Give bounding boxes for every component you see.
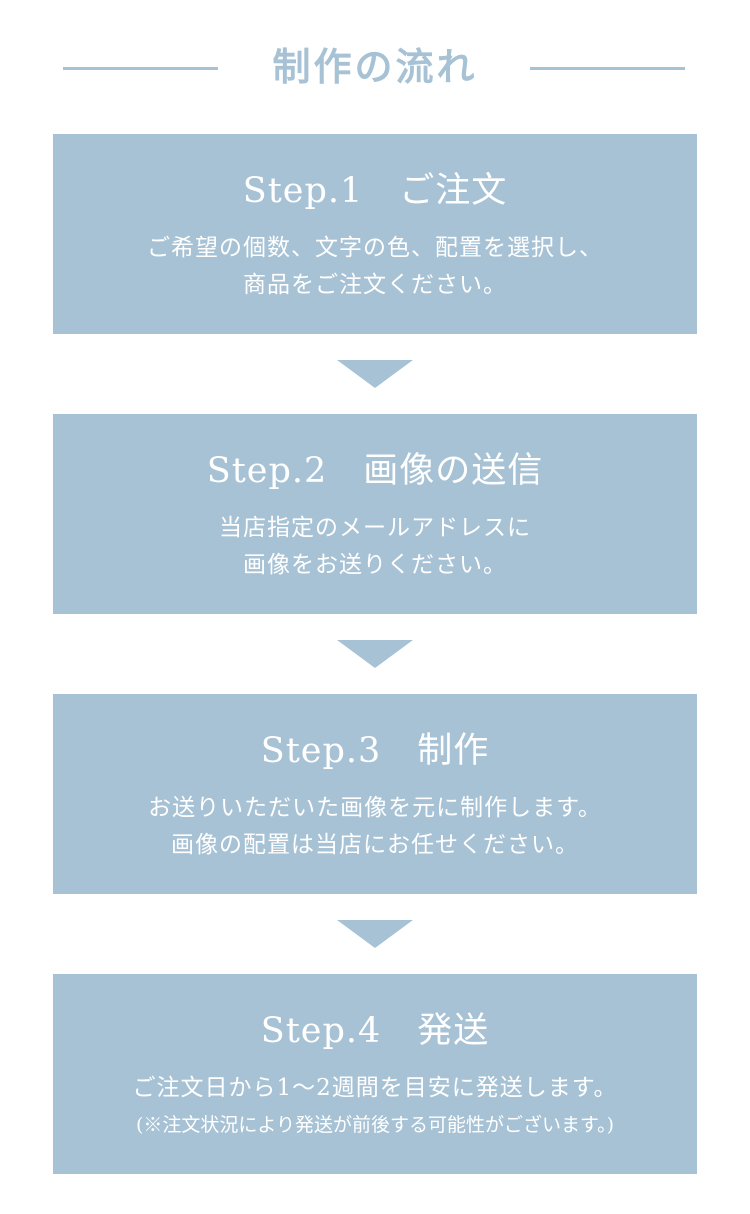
step-description-line: 商品をご注文ください。 [243, 272, 507, 298]
step-description-line: 当店指定のメールアドレスに [219, 515, 531, 541]
triangle-down-icon [337, 920, 413, 948]
triangle-down-icon [337, 360, 413, 388]
step-title: Step.2 画像の送信 [206, 451, 544, 491]
step-title: Step.3 制作 [260, 731, 490, 771]
header-divider-left [63, 67, 218, 70]
step-card-2: Step.2 画像の送信 当店指定のメールアドレスに 画像をお送りください。 [53, 414, 697, 614]
step-card-4: Step.4 発送 ご注文日から1〜2週間を目安に発送します。 (※注文状況によ… [53, 974, 697, 1174]
step-description-line: ご希望の個数、文字の色、配置を選択し、 [147, 235, 603, 261]
step-title: Step.4 発送 [260, 1011, 490, 1051]
step-description-line: 画像の配置は当店にお任せください。 [171, 832, 579, 858]
step-description-line: お送りいただいた画像を元に制作します。 [148, 795, 602, 821]
step-card-1: Step.1 ご注文 ご希望の個数、文字の色、配置を選択し、 商品をご注文くださ… [53, 134, 697, 334]
step-description: お送りいただいた画像を元に制作します。 画像の配置は当店にお任せください。 [63, 790, 687, 864]
step-description: ご注文日から1〜2週間を目安に発送します。 (※注文状況により発送が前後する可能… [63, 1070, 687, 1144]
step-description: ご希望の個数、文字の色、配置を選択し、 商品をご注文ください。 [63, 230, 687, 304]
header-divider-right [530, 67, 685, 70]
triangle-down-icon [337, 640, 413, 668]
step-card-3: Step.3 制作 お送りいただいた画像を元に制作します。 画像の配置は当店にお… [53, 694, 697, 894]
step-description-line: ご注文日から1〜2週間を目安に発送します。 [132, 1075, 618, 1101]
step-description-line: 画像をお送りください。 [243, 552, 507, 578]
step-description: 当店指定のメールアドレスに 画像をお送りください。 [63, 510, 687, 584]
step-description-note: (※注文状況により発送が前後する可能性がございます。) [135, 1114, 615, 1136]
step-title: Step.1 ご注文 [242, 171, 508, 211]
section-header: 制作の流れ [0, 0, 750, 134]
page-title: 制作の流れ [272, 44, 478, 89]
